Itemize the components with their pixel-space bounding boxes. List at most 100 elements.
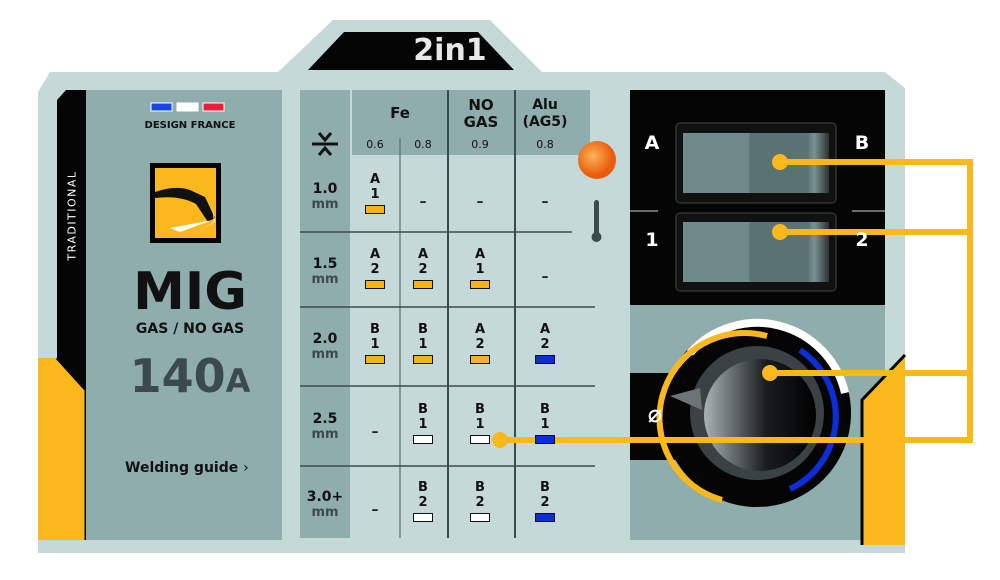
range-value: A [474,322,486,337]
step-value: 1 [475,417,485,432]
wire-color-swatch [535,513,555,522]
wire-size: 0.8 [414,138,432,151]
wire-color-swatch [413,355,433,364]
thickness-unit: mm [311,505,339,520]
empty-cell: – [371,424,379,440]
wire-color-swatch [365,205,385,214]
welding-guide-link[interactable]: Welding guide › [125,460,249,476]
wire-color-swatch [365,355,385,364]
thickness-value: 3.0+ [306,489,344,505]
thickness-unit: mm [311,427,339,442]
wire-color-swatch [413,435,433,444]
header-fe: Fe [390,104,410,122]
row-thickness: 3.0+mm [300,489,350,521]
thermometer-icon [591,200,602,242]
step-value: 1 [475,262,485,277]
wire-size: 0.6 [366,138,384,151]
thickness-unit: mm [311,347,339,362]
empty-cell: – [541,269,549,285]
wire-diameter-icon: ⌀ [647,400,663,428]
design-france-caption: DESIGN FRANCE [144,120,236,131]
empty-cell: – [541,194,549,210]
thickness-value: 1.0 [312,181,338,197]
range-value: A [369,247,381,262]
side-label: TRADITIONAL [65,170,79,261]
power-knob[interactable] [656,318,851,507]
step-value: 2 [475,337,485,352]
range-value: B [418,402,428,417]
step-value: 1 [370,187,380,202]
range-value: A [474,247,486,262]
wire-color-swatch [535,435,555,444]
badge-2in1: 2in1 [413,33,487,68]
switch-label-1: 1 [645,229,659,251]
thickness-unit: mm [311,272,339,287]
step-value: 2 [370,262,380,277]
header-alu: Alu (AG5) [522,97,568,130]
range-value: A [369,172,381,187]
step-value: 2 [418,262,428,277]
thickness-icon [312,132,338,156]
wire-color-swatch [470,435,490,444]
range-value: B [475,402,485,417]
range-value: B [370,322,380,337]
thickness-unit: mm [311,197,339,212]
thickness-value: 2.0 [312,331,338,347]
amperage-unit: A [225,362,251,400]
switch-label-a: A [644,132,660,154]
corner-accent-right [862,355,905,545]
step-value: 1 [540,417,550,432]
wire-color-swatch [470,355,490,364]
wire-color-swatch [413,280,433,289]
process-title: MIG [133,262,247,322]
range-value: B [418,322,428,337]
corner-accent-left [38,358,86,540]
thickness-value: 1.5 [312,256,338,272]
amperage-value: 140 [129,349,226,403]
wire-size: 0.9 [471,138,489,151]
callout-lines [500,159,973,443]
thickness-value: 2.5 [312,411,338,427]
chevron-right-icon: › [243,460,249,476]
switch-label-b: B [854,132,870,154]
step-value: 2 [540,337,550,352]
step-value: 2 [475,495,485,510]
wire-size: 0.8 [536,138,554,151]
step-value: 1 [418,417,428,432]
step-value: 1 [418,337,428,352]
range-value: B [475,480,485,495]
thermal-led-icon [578,141,616,179]
header-no-gas: NO GAS [463,96,499,131]
amperage: 140A [100,353,280,399]
wire-color-swatch [365,280,385,289]
badge-bg [308,32,514,70]
wire-color-swatch [535,355,555,364]
range-value: B [540,402,550,417]
switch-label-2: 2 [855,229,869,251]
process-subtitle: GAS / NO GAS [135,321,245,337]
empty-cell: – [419,194,427,210]
range-value: A [417,247,429,262]
step-value: 2 [540,495,550,510]
range-value: A [539,322,551,337]
empty-cell: – [476,194,484,210]
wire-color-swatch [413,513,433,522]
wire-color-swatch [470,280,490,289]
